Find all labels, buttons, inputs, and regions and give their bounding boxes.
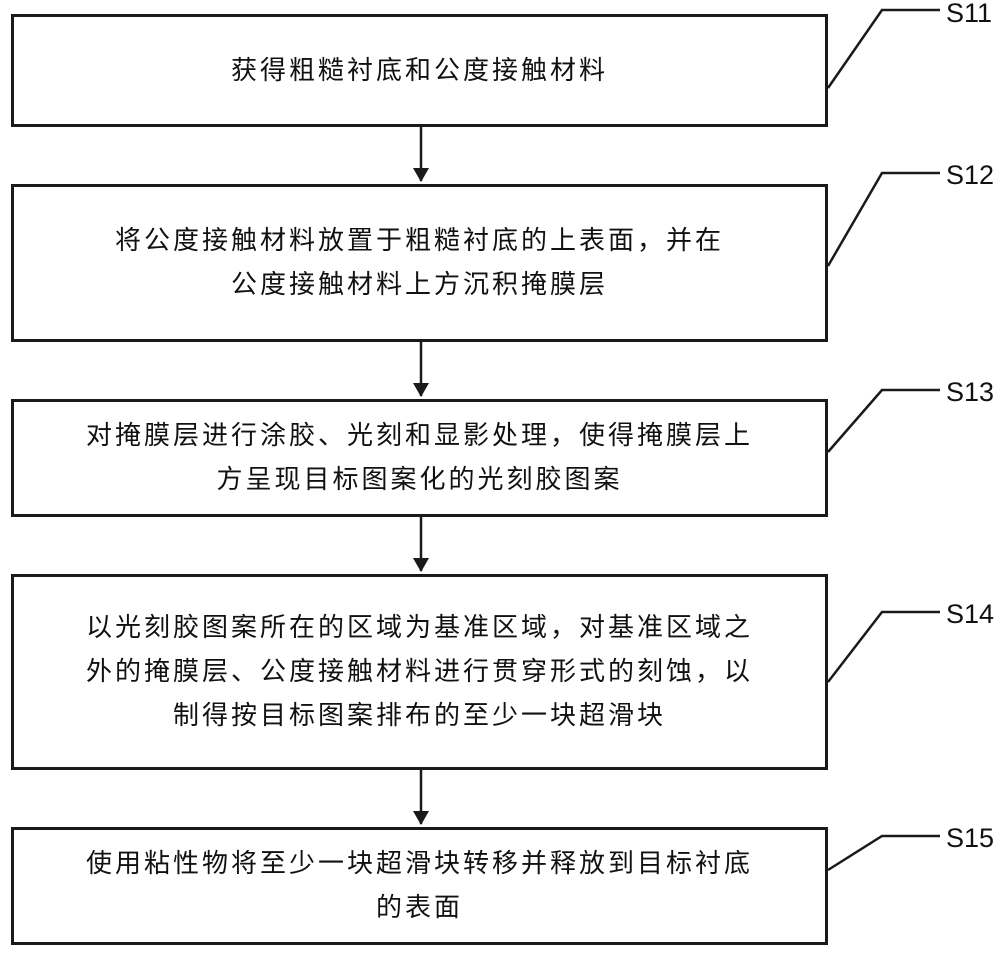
step-label-s11: S11 bbox=[946, 0, 992, 29]
step-s15-line-2: 的表面 bbox=[376, 886, 463, 930]
step-s14-line-1: 以光刻胶图案所在的区域为基准区域，对基准区域之 bbox=[86, 606, 753, 650]
step-box-s11: 获得粗糙衬底和公度接触材料 bbox=[11, 14, 828, 127]
leader-s11 bbox=[828, 10, 940, 88]
step-s12-line-2: 公度接触材料上方沉积掩膜层 bbox=[231, 263, 608, 307]
step-s13-line-1: 对掩膜层进行涂胶、光刻和显影处理，使得掩膜层上 bbox=[86, 414, 753, 458]
step-box-s15: 使用粘性物将至少一块超滑块转移并释放到目标衬底 的表面 bbox=[11, 827, 828, 945]
step-label-s13: S13 bbox=[946, 377, 994, 408]
step-label-s14: S14 bbox=[946, 599, 994, 630]
arrow-s12-s13-head bbox=[413, 383, 429, 397]
step-s12-line-1: 将公度接触材料放置于粗糙衬底的上表面，并在 bbox=[115, 219, 724, 263]
arrow-s13-s14-head bbox=[413, 558, 429, 572]
step-box-s13: 对掩膜层进行涂胶、光刻和显影处理，使得掩膜层上 方呈现目标图案化的光刻胶图案 bbox=[11, 399, 828, 517]
leader-s13 bbox=[828, 390, 940, 452]
step-s15-line-1: 使用粘性物将至少一块超滑块转移并释放到目标衬底 bbox=[86, 842, 753, 886]
step-box-s14: 以光刻胶图案所在的区域为基准区域，对基准区域之 外的掩膜层、公度接触材料进行贯穿… bbox=[11, 574, 828, 770]
step-s11-line-1: 获得粗糙衬底和公度接触材料 bbox=[231, 49, 608, 93]
step-s14-line-2: 外的掩膜层、公度接触材料进行贯穿形式的刻蚀，以 bbox=[86, 650, 753, 694]
leader-s14 bbox=[828, 612, 940, 682]
step-s13-line-2: 方呈现目标图案化的光刻胶图案 bbox=[216, 458, 622, 502]
arrow-s11-s12-head bbox=[413, 168, 429, 182]
step-s14-line-3: 制得按目标图案排布的至少一块超滑块 bbox=[173, 694, 666, 738]
step-box-s12: 将公度接触材料放置于粗糙衬底的上表面，并在 公度接触材料上方沉积掩膜层 bbox=[11, 184, 828, 342]
step-label-s15: S15 bbox=[946, 823, 994, 854]
leader-s15 bbox=[828, 836, 940, 870]
arrow-s14-s15-head bbox=[413, 811, 429, 825]
leader-s12 bbox=[828, 173, 940, 266]
step-label-s12: S12 bbox=[946, 160, 994, 191]
